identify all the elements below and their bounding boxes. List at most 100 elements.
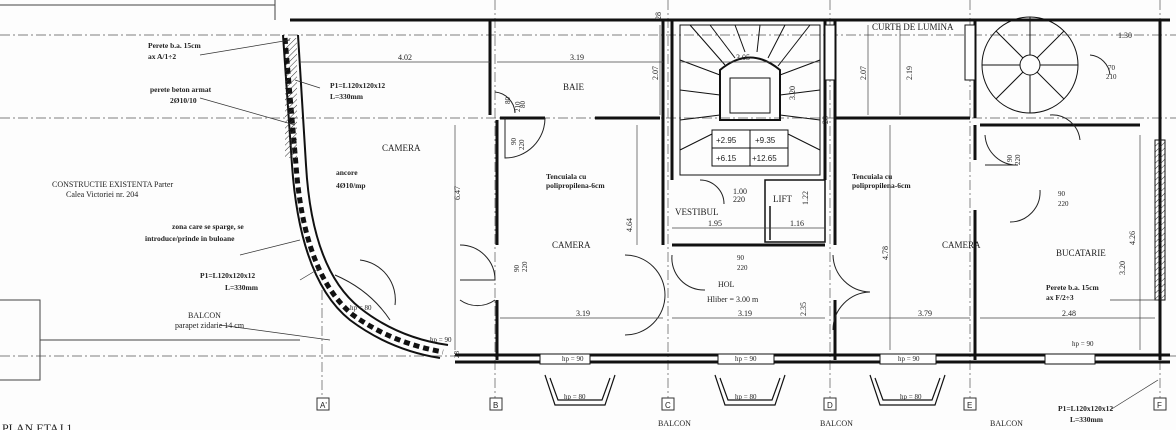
axis-label: D [827,401,833,410]
axis-label: C [665,401,671,410]
sill-height: hp = 90 [898,355,920,363]
sill-height: hp = 80 [350,304,372,312]
note-p1-bottom: P1=L120x120x12 [1058,404,1113,413]
room-label-vestibul: VESTIBUL [675,207,719,217]
lift-shaft [764,179,826,243]
dimension: 28 [821,116,830,124]
level-mark: +6.15 [716,154,737,163]
note-perete-ax: ax A/1÷2 [148,52,176,61]
dimension: 1.00 [733,187,747,196]
dimension: 3.19 [738,309,752,318]
note-p1-mid-length: L=330mm [225,283,259,292]
dimension: 3.20 [788,86,797,100]
note-perete-f: Perete b.a. 15cm [1046,283,1100,292]
sill-height: hp = 90 [562,355,584,363]
note-parapet: parapet zidarie 14 cm [175,321,245,330]
door-tag: 90 [513,265,521,273]
axis-label: E [967,401,972,410]
dimension: 3.19 [570,53,584,62]
dimension: 2.07 [859,66,868,80]
sill-height: hp = 80 [900,393,922,401]
door-tag: 220 [518,139,526,150]
balcony-label: BALCON [820,419,853,428]
axis-label: A' [320,401,327,410]
room-label-baie: BAIE [563,82,584,92]
dimension: 4.02 [398,53,412,62]
dimension: 70 [1108,64,1116,72]
note-tencuiala-left-spec: polipropilena-6cm [546,181,605,190]
room-label-curte-de-lumina: CURTE DE LUMINA [872,22,954,32]
door-tag: 90 [510,138,518,146]
note-perete-ba: Perete b.a. 15cm [148,41,202,50]
note-tencuiala-left: Tencuiala cu [546,172,586,181]
curved-wall [282,34,449,359]
windows [539,24,1166,365]
dimension: 4.78 [881,246,890,260]
sill-height: hp = 80 [564,393,586,401]
dimension: 3.79 [918,309,932,318]
dimension: 28 [654,12,663,20]
dimension: 28 [453,351,461,359]
axis-label: F [1157,401,1162,410]
note-existing-address: Calea Victoriei nr. 204 [66,190,138,199]
door-tag: 220 [521,261,529,272]
note-ancore-density: 4Ø10/mp [336,181,366,190]
note-p1-top: P1=L120x120x12 [330,81,385,90]
note-tencuiala-right-spec: polipropilena-6cm [852,181,911,190]
door-tag: 220 [737,264,748,272]
door-tag: 80 [519,101,527,109]
note-beton-armat: perete beton armat [150,85,212,94]
door-tag: 220 [1014,154,1022,165]
dimension: 3.19 [576,309,590,318]
grid-lines [0,0,1176,410]
walls [290,18,1170,364]
note-perete-f-ax: ax F/2÷3 [1046,293,1074,302]
dimension: 3.20 [1118,261,1127,275]
balcony-label: BALCON [990,419,1023,428]
dimension: 6.47 [453,186,462,200]
note-p1-mid: P1=L120x120x12 [200,271,255,280]
dimension: 4.64 [625,218,634,232]
dimension: 1.22 [801,191,810,205]
dimension: 1.95 [708,219,722,228]
staircase [679,24,821,176]
level-mark: +9.35 [755,136,776,145]
note-balcon: BALCON [188,311,221,320]
room-label-hol: HOL [718,280,735,289]
dimension: 1.30 [1118,31,1132,40]
balconies [544,374,946,406]
axis-label: B [493,401,498,410]
note-existing-construction: CONSTRUCTIE EXISTENTA Parter [52,180,173,189]
dimension: 2.19 [905,66,914,80]
door-swings [334,54,1111,336]
dimension-lines [300,25,1155,350]
door-tag: 220 [1058,200,1069,208]
axis-markers [316,397,1167,411]
dimension: 2.48 [1062,309,1076,318]
sill-height: hp = 90 [430,336,452,344]
existing-building-outline [0,0,300,381]
door-tag: 90 [1058,190,1066,198]
plan-title: PLAN ETAJ 1 [2,421,72,430]
note-zona-buloane: introduce/prinde in buloane [145,234,235,243]
note-p1-top-length: L=330mm [330,92,364,101]
leader-lines [199,39,1159,411]
sill-height: hp = 90 [1072,340,1094,348]
dimension: 2.07 [651,66,660,80]
sill-height: hp = 90 [735,355,757,363]
room-label-camera-mid: CAMERA [552,240,591,250]
door-tag: 90 [1006,155,1014,163]
note-p1-bottom-length: L=330mm [1070,415,1104,424]
dimension: 1.16 [790,219,804,228]
balcony-label: BALCON [658,419,691,428]
room-label-camera-right: CAMERA [942,240,981,250]
hol-clear-height: Hliber = 3.00 m [707,295,759,304]
level-mark: +12.65 [752,154,777,163]
dimension: 80 [504,97,512,105]
note-zona-sparge: zona care se sparge, se [172,222,244,231]
dimension: 3.05 [736,53,750,62]
door-tag: 210 [514,101,522,112]
dimension: 2.35 [799,302,808,316]
